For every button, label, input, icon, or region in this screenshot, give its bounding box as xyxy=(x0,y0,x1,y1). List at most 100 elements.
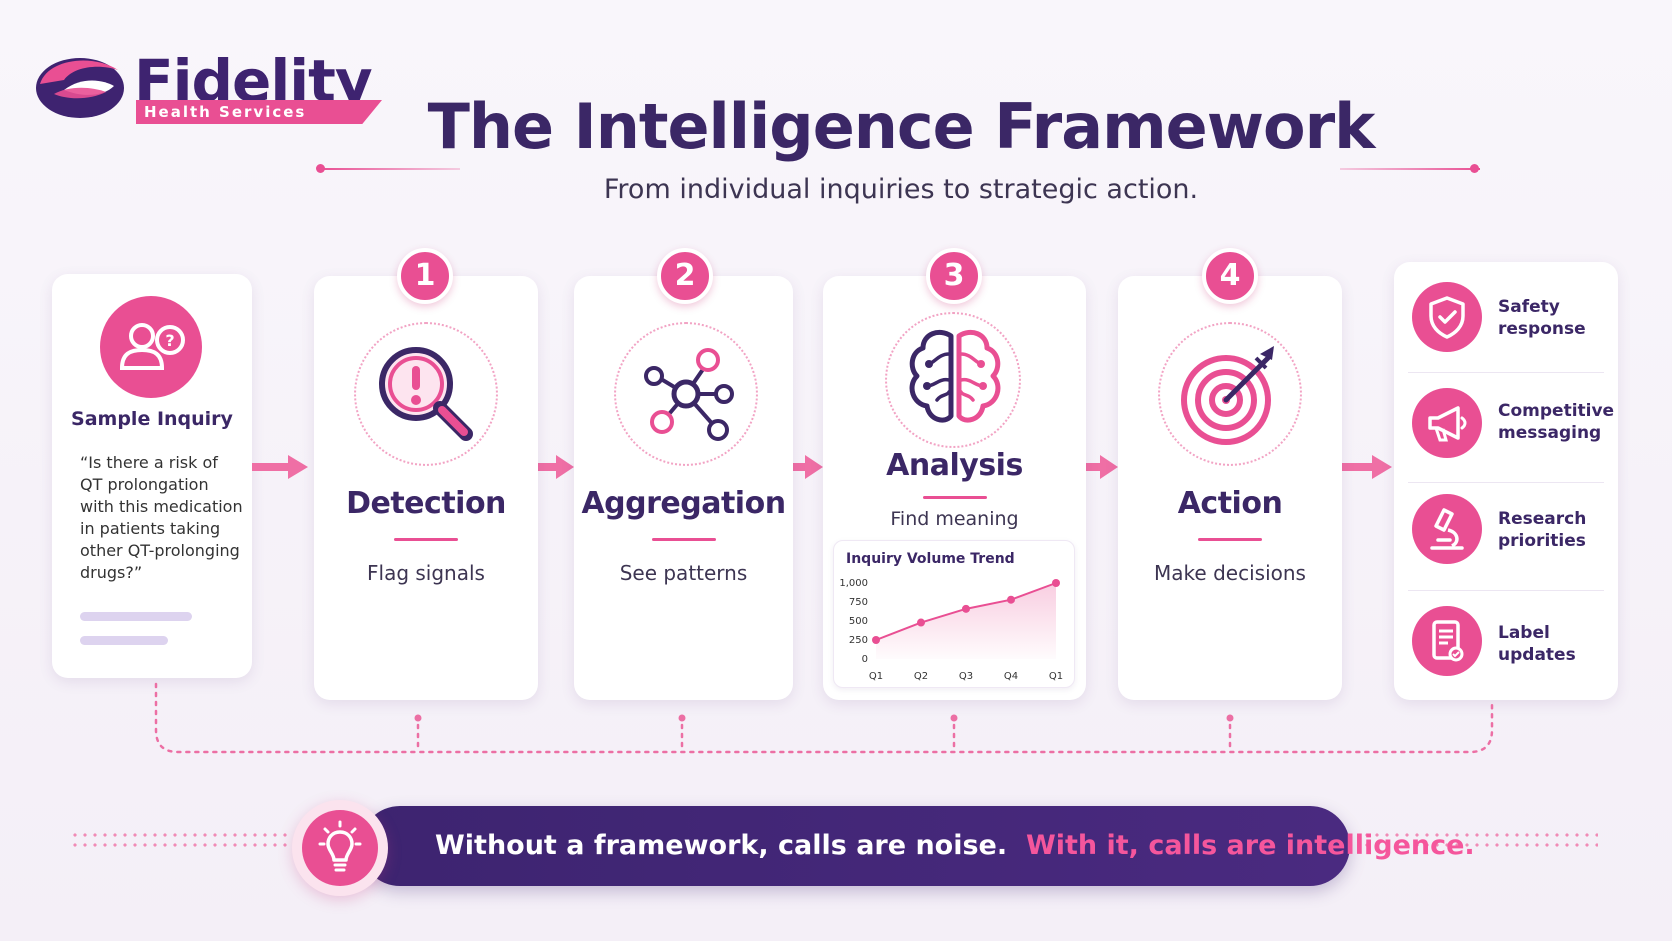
x-tick-label: Q4 xyxy=(1004,671,1018,682)
step-badge-4: 4 xyxy=(1202,248,1258,304)
placeholder-bar xyxy=(80,612,192,621)
step-title: Analysis xyxy=(886,448,1023,483)
step-desc: Flag signals xyxy=(367,561,485,585)
brain-icon xyxy=(909,330,1001,423)
megaphone-icon xyxy=(1412,388,1482,458)
page-title: The Intelligence Framework xyxy=(427,90,1376,163)
banner-text: Without a framework, calls are noise. Wi… xyxy=(435,806,1475,886)
brand-mark-icon xyxy=(36,58,124,118)
title-rule-dot-left xyxy=(316,164,325,173)
step-desc: Make decisions xyxy=(1154,561,1306,585)
page-subtitle: From individual inquiries to strategic a… xyxy=(603,174,1199,205)
banner-icon-badge xyxy=(292,800,388,896)
target-arrow-icon xyxy=(1181,346,1274,445)
outcome-research-priorities: Research priorities xyxy=(1394,484,1604,584)
icon-ring xyxy=(614,322,758,466)
inquiry-quote-line: other QT-prolonging xyxy=(80,541,240,560)
step-underline xyxy=(394,538,458,541)
sample-inquiry-card: ? Sample Inquiry “Is there a risk of QT … xyxy=(52,274,252,678)
outcome-label: Label updates xyxy=(1498,622,1576,666)
inquiry-quote-line: in patients taking xyxy=(80,519,221,538)
outcome-label: Competitive messaging xyxy=(1498,400,1614,444)
outcome-label-line: Label xyxy=(1498,623,1550,643)
decorative-dots-right xyxy=(1362,830,1598,850)
x-tick-label: Q2 xyxy=(914,671,928,682)
outcome-label-line: response xyxy=(1498,319,1586,339)
flow-arrow-icon xyxy=(1342,455,1392,479)
svg-text:?: ? xyxy=(165,331,174,350)
divider xyxy=(1408,372,1604,373)
step-title: Aggregation xyxy=(581,486,786,521)
outcome-label-updates: Label updates xyxy=(1394,592,1604,692)
step-card-analysis: Analysis Find meaning Inquiry Volume Tre… xyxy=(823,276,1086,700)
data-point xyxy=(872,636,880,644)
outcome-label-line: Safety xyxy=(1498,297,1560,317)
step-title: Detection xyxy=(346,486,506,521)
inquiry-quote-line: “Is there a risk of xyxy=(80,453,218,472)
inquiry-quote: “Is there a risk of QT prolongation with… xyxy=(80,452,250,584)
flow-arrow-icon xyxy=(793,455,823,479)
y-tick-label: 250 xyxy=(849,635,868,646)
title-rule-dot-right xyxy=(1470,164,1479,173)
step-badge-2: 2 xyxy=(657,248,713,304)
data-point xyxy=(917,618,925,627)
lightbulb-icon xyxy=(302,810,378,886)
user-question-icon: ? xyxy=(100,296,202,398)
step-underline xyxy=(652,538,716,541)
step-card-detection: Detection Flag signals xyxy=(314,276,538,700)
magnifier-alert-icon xyxy=(379,347,473,441)
divider xyxy=(1408,482,1604,483)
banner-text-part2: With it, calls are intelligence. xyxy=(1025,830,1475,861)
icon-ring xyxy=(885,312,1021,448)
y-tick-label: 750 xyxy=(849,597,868,608)
title-rule-left xyxy=(320,168,460,170)
x-tick-label: Q1 xyxy=(1049,671,1063,682)
outcomes-card: Safety response Competitive messaging Re… xyxy=(1394,262,1618,700)
outcome-label-line: messaging xyxy=(1498,423,1602,443)
shield-check-icon xyxy=(1412,282,1482,352)
dashed-connector xyxy=(154,682,1494,754)
flow-arrow-icon xyxy=(1086,455,1118,479)
microscope-icon xyxy=(1412,494,1482,564)
series-area xyxy=(876,583,1056,659)
icon-ring xyxy=(1158,322,1302,466)
key-message-banner: Without a framework, calls are noise. Wi… xyxy=(360,806,1475,886)
flow-arrow-icon xyxy=(252,455,308,479)
decorative-dots-left xyxy=(70,830,290,850)
data-point xyxy=(1052,579,1060,587)
y-tick-label: 0 xyxy=(862,654,868,665)
inquiry-quote-line: with this medication xyxy=(80,497,243,516)
step-desc: See patterns xyxy=(619,561,748,585)
inquiry-title: Sample Inquiry xyxy=(71,408,233,430)
flow-arrow-icon xyxy=(538,455,574,479)
step-title: Action xyxy=(1177,486,1283,521)
brand-tagline: Health Services xyxy=(136,100,382,124)
step-desc: Find meaning xyxy=(890,508,1019,530)
step-underline xyxy=(1198,538,1262,541)
inquiry-quote-line: QT prolongation xyxy=(80,475,209,494)
outcome-label-line: Competitive xyxy=(1498,401,1615,421)
placeholder-bar xyxy=(80,636,168,645)
data-point xyxy=(962,604,970,613)
divider xyxy=(1408,590,1604,591)
chart-title: Inquiry Volume Trend xyxy=(846,551,1015,567)
banner-text-part1: Without a framework, calls are noise. xyxy=(435,830,1008,861)
outcome-label-line: Research xyxy=(1498,509,1587,529)
outcome-label: Research priorities xyxy=(1498,508,1586,552)
outcome-competitive-messaging: Competitive messaging xyxy=(1394,374,1614,474)
outcome-safety-response: Safety response xyxy=(1394,268,1604,368)
data-point xyxy=(1007,595,1015,604)
network-nodes-icon xyxy=(644,348,734,441)
x-tick-label: Q3 xyxy=(959,671,973,682)
step-badge-1: 1 xyxy=(397,248,453,304)
y-tick-label: 1,000 xyxy=(839,578,868,589)
brand-logo: Fidelity Health Services xyxy=(34,44,394,134)
step-underline xyxy=(923,496,987,499)
y-tick-label: 500 xyxy=(849,616,868,627)
step-card-action: Action Make decisions xyxy=(1118,276,1342,700)
outcome-label: Safety response xyxy=(1498,296,1586,340)
outcome-label-line: updates xyxy=(1498,645,1576,665)
icon-ring xyxy=(354,322,498,466)
